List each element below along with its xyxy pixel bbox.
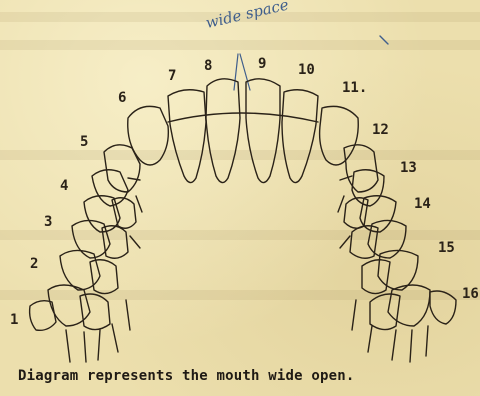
tooth-number-14: 14 xyxy=(414,196,431,212)
tooth-number-4: 4 xyxy=(60,178,68,194)
wide-space-pointer xyxy=(234,54,250,90)
incisal-edge-line xyxy=(168,113,318,122)
pencil-tick xyxy=(380,36,388,44)
diagram-caption: Diagram represents the mouth wide open. xyxy=(18,368,355,384)
tooth-number-11: 11. xyxy=(342,80,367,96)
tooth-number-6: 6 xyxy=(118,90,126,106)
tooth-number-7: 7 xyxy=(168,68,176,84)
right-molar-cluster xyxy=(338,170,456,362)
tooth-number-15: 15 xyxy=(438,240,455,256)
tooth-number-16: 16 xyxy=(462,286,479,302)
tooth-number-3: 3 xyxy=(44,214,52,230)
tooth-number-1: 1 xyxy=(10,312,18,328)
tooth-number-13: 13 xyxy=(400,160,417,176)
tooth-number-2: 2 xyxy=(30,256,38,272)
tooth-5 xyxy=(104,145,140,192)
tooth-9 xyxy=(246,79,280,183)
tooth-number-9: 9 xyxy=(258,56,266,72)
tooth-7 xyxy=(168,90,206,183)
tooth-number-8: 8 xyxy=(204,58,212,74)
left-molar-cluster xyxy=(30,170,142,362)
tooth-12 xyxy=(344,145,378,192)
tooth-11 xyxy=(320,106,359,165)
tooth-number-5: 5 xyxy=(80,134,88,150)
tooth-number-10: 10 xyxy=(298,62,315,78)
tooth-number-12: 12 xyxy=(372,122,389,138)
tooth-6 xyxy=(128,106,169,165)
tooth-10 xyxy=(282,90,318,183)
tooth-8 xyxy=(206,79,240,183)
